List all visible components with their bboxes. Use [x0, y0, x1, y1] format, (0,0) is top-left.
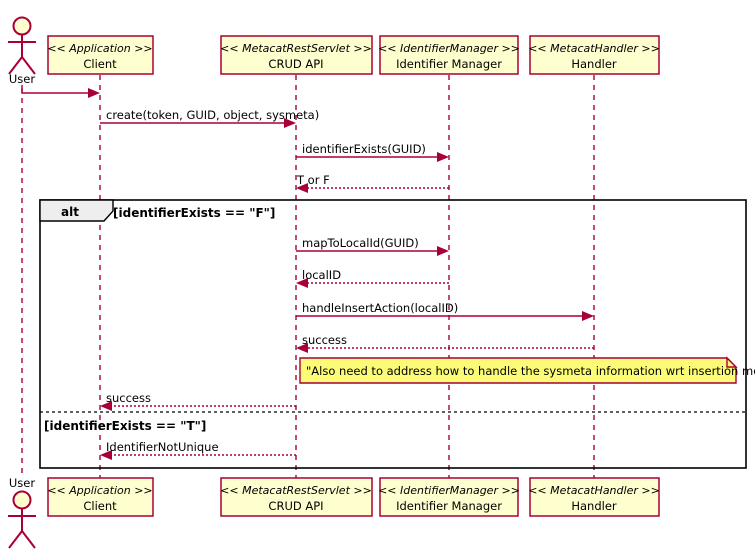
alt-fragment: alt [identifierExists == "F"] [identifie…: [39, 199, 747, 469]
participant-box-handler-bottom[interactable]: [529, 477, 660, 517]
arrowhead-local-id: [296, 278, 308, 288]
participant-handler-bottom[interactable]: << MetacatHandler >> Handler: [528, 477, 660, 517]
arrowhead-success-handler: [296, 343, 308, 353]
actor-leg-left-icon: [8, 56, 23, 75]
participant-stereotype-handler-bottom: << MetacatHandler >>: [528, 484, 660, 497]
actor-head-icon: [12, 16, 32, 36]
actor-user-top: User: [8, 16, 36, 86]
note-fold-corner-icon: [726, 356, 738, 368]
participant-stereotype-identifier-manager-top: << IdentifierManager >>: [378, 42, 520, 55]
actor-user-bottom: User: [8, 476, 36, 549]
actor-leg-right-icon-bottom: [21, 530, 36, 549]
arrowhead-success-client: [100, 401, 112, 411]
note-text-sysmeta: "Also need to address how to handle the …: [306, 364, 755, 378]
alt-branch-condition-t: [identifierExists == "T"]: [44, 419, 206, 433]
participant-box-identifier-manager-top[interactable]: [379, 35, 519, 75]
actor-label-user-bottom: User: [9, 476, 35, 490]
participant-name-identifier-manager-bottom: Identifier Manager: [396, 499, 502, 513]
participant-stereotype-identifier-manager-bottom: << IdentifierManager >>: [378, 484, 520, 497]
message-label-identifier-not-unique: IdentifierNotUnique: [106, 440, 219, 454]
actor-leg-right-icon: [21, 56, 36, 75]
participant-client-top[interactable]: << Application >> Client: [47, 35, 154, 75]
participant-stereotype-crud-api-top: << MetacatRestServlet >>: [220, 42, 372, 55]
participant-name-handler-top: Handler: [571, 57, 617, 71]
participant-stereotype-crud-api-bottom: << MetacatRestServlet >>: [220, 484, 372, 497]
participant-box-client-top[interactable]: [47, 35, 154, 75]
note-body-sysmeta: [299, 357, 737, 384]
participant-stereotype-handler-top: << MetacatHandler >>: [528, 42, 660, 55]
message-map-to-local-id: mapToLocalId(GUID): [296, 236, 449, 256]
message-t-or-f: T or F: [296, 173, 449, 193]
participant-crud-api-bottom[interactable]: << MetacatRestServlet >> CRUD API: [220, 477, 373, 517]
arrowhead-identifier-exists: [437, 152, 449, 162]
participant-client-bottom[interactable]: << Application >> Client: [47, 477, 154, 517]
participant-handler-top[interactable]: << MetacatHandler >> Handler: [528, 35, 660, 75]
message-label-identifier-exists: identifierExists(GUID): [302, 142, 426, 156]
message-identifier-exists: identifierExists(GUID): [296, 142, 449, 162]
message-label-t-or-f: T or F: [296, 173, 330, 187]
alt-fragment-tab: [39, 199, 114, 222]
arrowhead-t-or-f: [296, 183, 308, 193]
message-label-success-handler: success: [302, 333, 347, 347]
alt-fragment-outline: [39, 199, 747, 469]
participant-name-identifier-manager-top: Identifier Manager: [396, 57, 502, 71]
message-success-client: success: [100, 391, 296, 411]
note-sysmeta: "Also need to address how to handle the …: [299, 356, 755, 384]
alt-branch-condition-f: [identifierExists == "F"]: [113, 206, 275, 220]
participant-crud-api-top[interactable]: << MetacatRestServlet >> CRUD API: [220, 35, 373, 75]
participant-identifier-manager-bottom[interactable]: << IdentifierManager >> Identifier Manag…: [378, 477, 520, 517]
message-label-success-client: success: [106, 391, 151, 405]
lifelines-layer: [21, 75, 595, 478]
arrowhead-user-to-client: [88, 88, 100, 98]
participant-name-crud-api-bottom: CRUD API: [268, 499, 323, 513]
participant-box-client-bottom[interactable]: [47, 477, 154, 517]
participant-name-client-bottom: Client: [83, 499, 117, 513]
message-line-user-to-client: [21, 85, 93, 94]
participant-box-crud-api-bottom[interactable]: [220, 477, 373, 517]
participant-name-client-top: Client: [83, 57, 117, 71]
participant-stereotype-client-top: << Application >>: [47, 42, 152, 55]
message-label-handle-insert-action: handleInsertAction(localID): [302, 301, 458, 315]
message-label-local-id: localID: [302, 268, 341, 282]
arrowhead-map-to-local-id: [437, 246, 449, 256]
participant-identifier-manager-top[interactable]: << IdentifierManager >> Identifier Manag…: [378, 35, 520, 75]
actor-label-user-top: User: [9, 72, 35, 86]
message-handle-insert-action: handleInsertAction(localID): [296, 301, 594, 321]
message-create: create(token, GUID, object, sysmeta): [100, 108, 319, 128]
message-success-handler: success: [296, 333, 594, 353]
participant-box-handler-top[interactable]: [529, 35, 660, 75]
actor-leg-left-icon-bottom: [8, 530, 23, 549]
alt-fragment-operator-label: alt: [61, 205, 79, 219]
participant-name-handler-bottom: Handler: [571, 499, 617, 513]
message-local-id: localID: [296, 268, 449, 288]
message-user-to-client: [21, 85, 100, 98]
participant-box-identifier-manager-bottom[interactable]: [379, 477, 519, 517]
participant-stereotype-client-bottom: << Application >>: [47, 484, 152, 497]
arrowhead-identifier-not-unique: [100, 450, 112, 460]
participant-name-crud-api-top: CRUD API: [268, 57, 323, 71]
message-label-create: create(token, GUID, object, sysmeta): [106, 108, 319, 122]
arrowhead-create: [284, 118, 296, 128]
message-label-map-to-local-id: mapToLocalId(GUID): [302, 236, 419, 250]
arrowhead-handle-insert-action: [582, 311, 594, 321]
actor-head-icon-bottom: [12, 490, 32, 510]
message-identifier-not-unique: IdentifierNotUnique: [100, 440, 296, 460]
participant-box-crud-api-top[interactable]: [220, 35, 373, 75]
